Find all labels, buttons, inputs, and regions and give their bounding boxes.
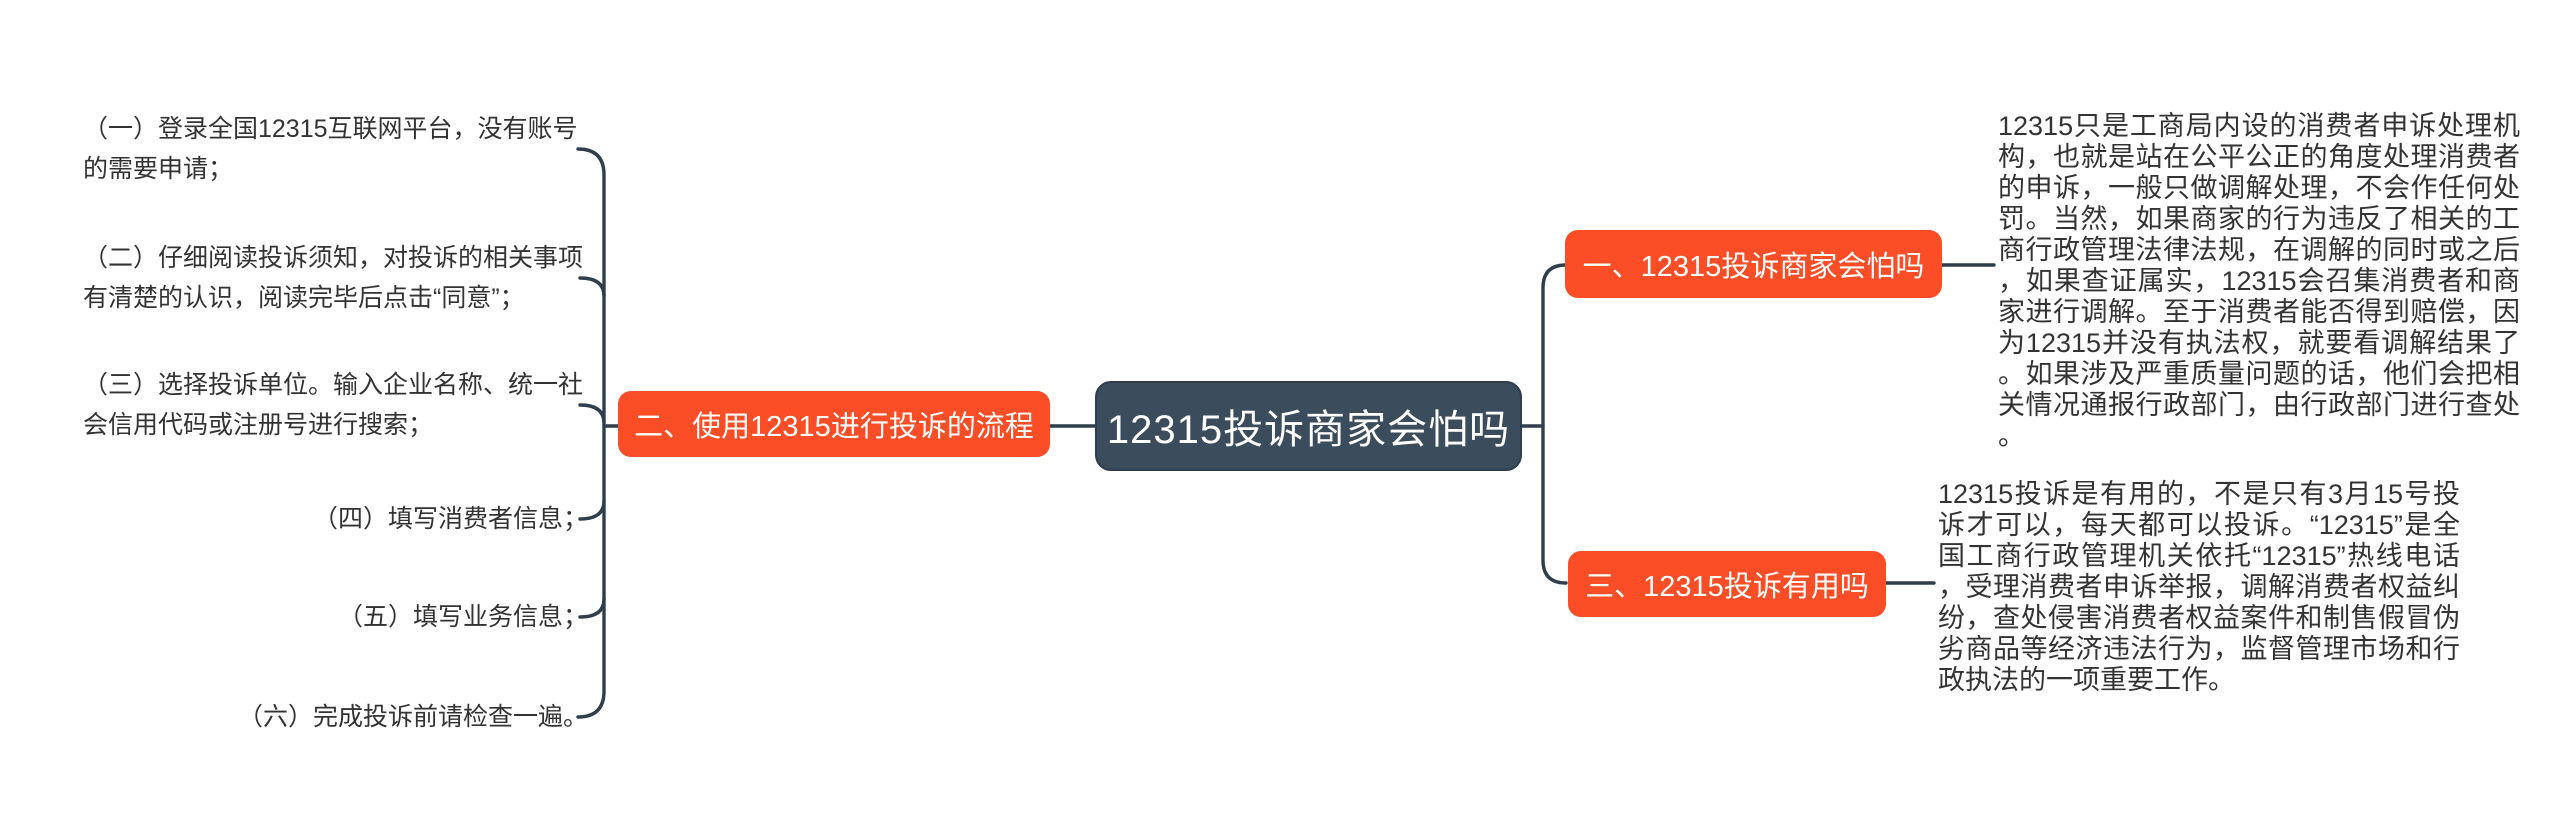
root-topic-node: 12315投诉商家会怕吗 (1095, 381, 1522, 471)
process-step-2: （二）仔细阅读投诉须知，对投诉的相关事项有清楚的认识，阅读完毕后点击“同意”； (83, 244, 584, 312)
scared-branch-note: 12315只是工商局内设的消费者申诉处理机构，也就是站在公平公正的角度处理消费者… (1998, 111, 2520, 451)
scared-branch-node: 一、12315投诉商家会怕吗 (1565, 230, 1942, 298)
process-step-1: （一）登录全国12315互联网平台，没有账号的需要申请； (83, 115, 578, 183)
process-step-3: （三）选择投诉单位。输入企业名称、统一社会信用代码或注册号进行搜索； (83, 371, 584, 439)
process-step-6: （六）完成投诉前请检查一遍。 (237, 703, 588, 731)
process-step-5: （五）填写业务信息； (337, 603, 588, 631)
useful-branch-note: 12315投诉是有用的，不是只有3月15号投诉才可以，每天都可以投诉。“1231… (1938, 479, 2460, 695)
process-branch-node: 二、使用12315进行投诉的流程 (618, 391, 1050, 457)
process-step-4: （四）填写消费者信息； (312, 505, 588, 533)
useful-branch-node: 三、12315投诉有用吗 (1568, 551, 1886, 617)
right-spine-line (1541, 263, 1568, 585)
